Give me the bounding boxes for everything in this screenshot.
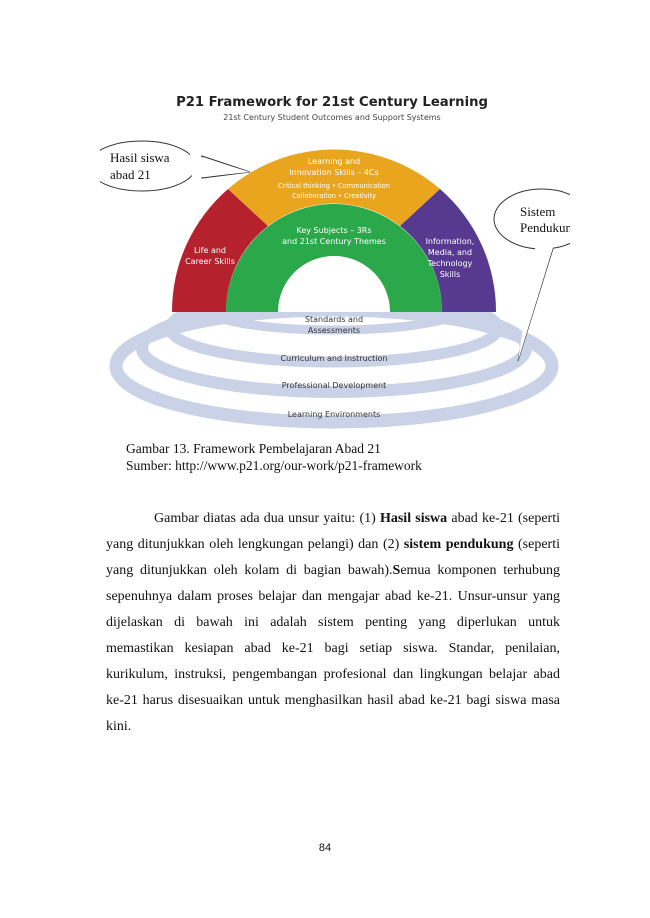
- arc-center: [278, 256, 390, 312]
- environments-label: Learning Environments: [288, 410, 381, 419]
- standards-label-1: Standards and: [305, 315, 363, 324]
- caption-title: Gambar 13. Framework Pembelajaran Abad 2…: [126, 441, 381, 456]
- paragraph-text-1: Gambar diatas ada dua unsur yaitu: (1): [154, 511, 380, 526]
- p21-framework-figure: P21 Framework for 21st Century Learning …: [100, 86, 570, 431]
- arc-learning-innovation: [228, 149, 440, 226]
- callout-right-line-1: Sistem: [520, 204, 555, 219]
- paragraph-text-4: emua komponen terhubung sepenuhnya dalam…: [106, 563, 560, 734]
- info-label-1: Information,: [426, 237, 475, 246]
- caption-source: Sumber: http://www.p21.org/our-work/p21-…: [126, 458, 422, 473]
- callout-right-line-2: Pendukung: [520, 220, 570, 235]
- figure-caption: Gambar 13. Framework Pembelajaran Abad 2…: [126, 440, 422, 474]
- key-subjects-label-1: Key Subjects – 3Rs: [296, 226, 371, 235]
- learning-label-3: Critical thinking • Communication: [278, 182, 390, 190]
- learning-label-1: Learning and: [308, 157, 360, 166]
- info-label-4: Skills: [440, 270, 461, 279]
- curriculum-label: Curriculum and Instruction: [281, 354, 388, 363]
- arc-key-subjects: [226, 204, 442, 312]
- key-subjects-label-2: and 21st Century Themes: [282, 237, 386, 246]
- arc-life-career: [171, 189, 268, 312]
- learning-label-4: Collaboration • Creativity: [292, 192, 376, 200]
- info-label-3: Technology: [427, 259, 473, 268]
- callout-left-line-1: Hasil siswa: [110, 150, 170, 165]
- figure-subtitle: 21st Century Student Outcomes and Suppor…: [223, 113, 440, 122]
- life-label-1: Life and: [194, 246, 226, 255]
- paragraph-bold-1: Hasil siswa: [379, 511, 448, 526]
- arc-information-media: [400, 189, 497, 312]
- body-paragraph: Gambar diatas ada dua unsur yaitu: (1) H…: [106, 506, 560, 740]
- callout-hasil-siswa: Hasil siswa abad 21: [100, 140, 251, 192]
- professional-label: Professional Development: [282, 381, 386, 390]
- page-number: 84: [318, 842, 332, 854]
- standards-label-2: Assessments: [308, 326, 360, 335]
- learning-label-2: Innovation Skills – 4Cs: [289, 168, 378, 177]
- info-label-2: Media, and: [428, 248, 472, 257]
- paragraph-bold-2: sistem pendukung: [403, 537, 514, 552]
- callout-sistem-pendukung: Sistem Pendukung: [493, 188, 570, 362]
- figure-title: P21 Framework for 21st Century Learning: [176, 95, 488, 110]
- callout-left-line-2: abad 21: [110, 167, 151, 182]
- paragraph-text-3: (seperti yang ditunjukkan oleh kolam di …: [106, 537, 560, 578]
- paragraph-text-2: abad ke-21 (seperti yang ditunjukkan ole…: [106, 511, 560, 552]
- paragraph-bold-3: S: [392, 563, 401, 578]
- life-label-2: Career Skills: [185, 257, 235, 266]
